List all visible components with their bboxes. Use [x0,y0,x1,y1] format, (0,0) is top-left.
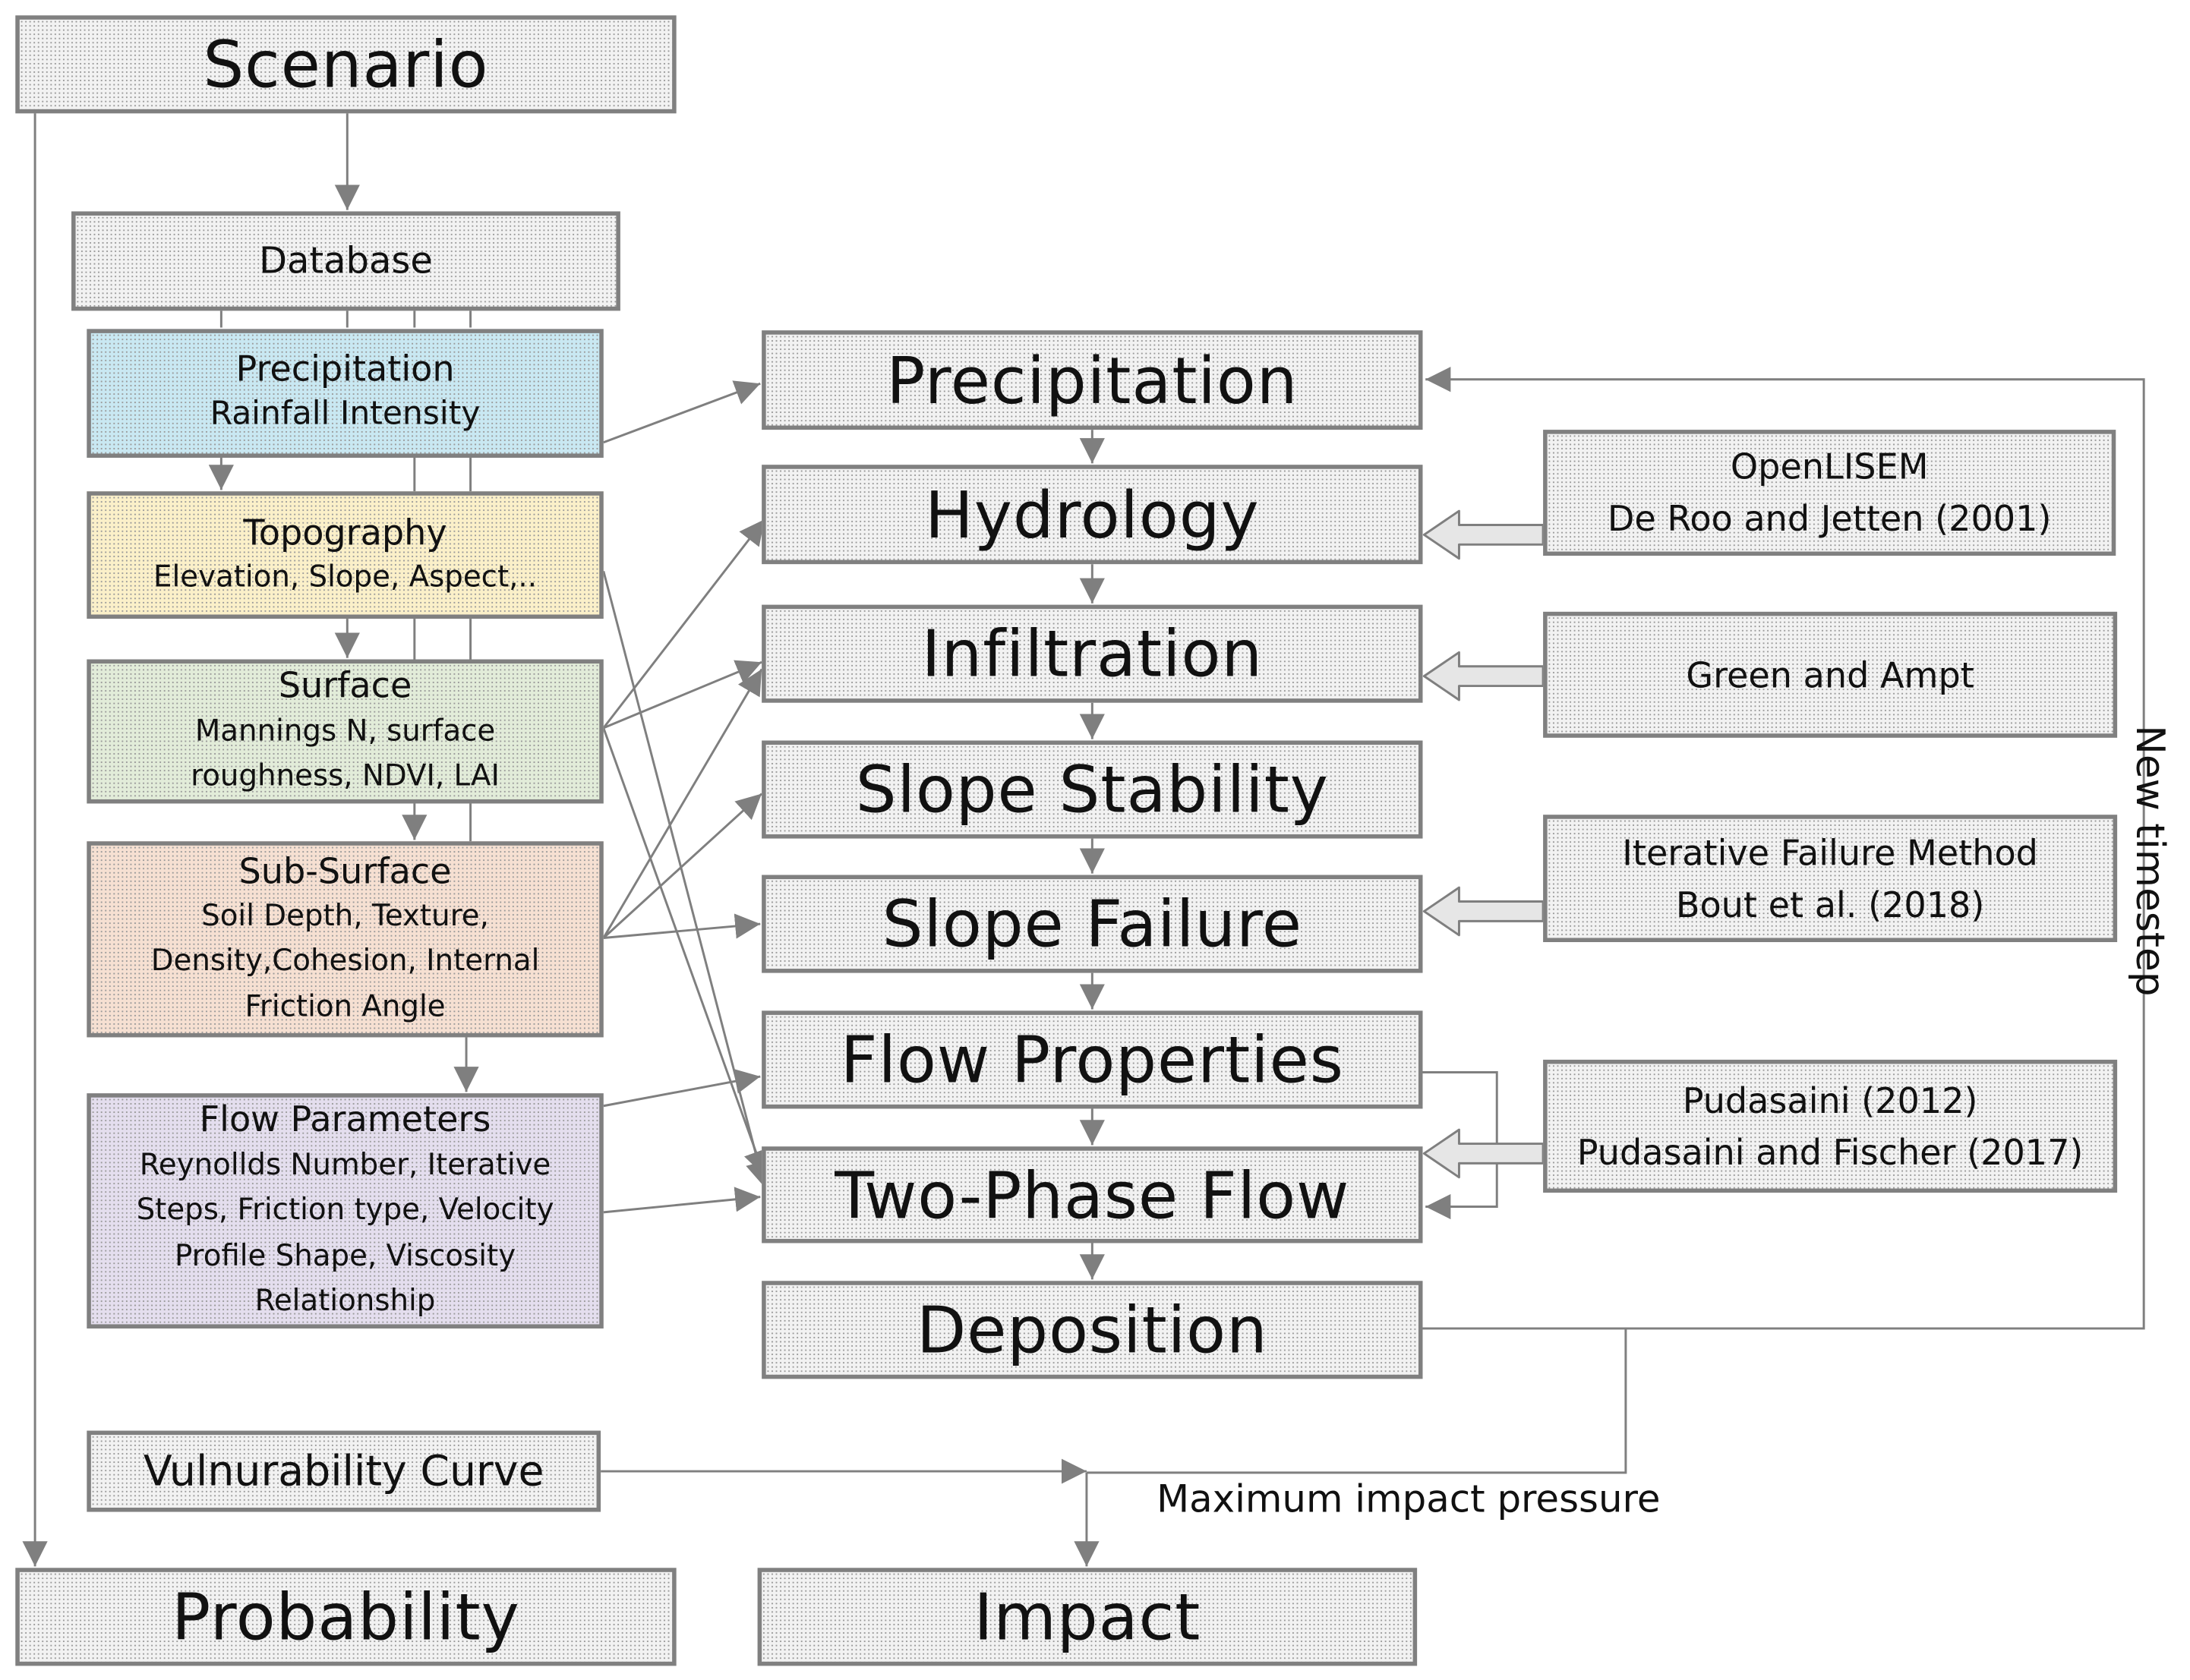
process-slope-failure-box: Slope Failure [762,875,1423,973]
input-precipitation-box: Precipitation Rainfall Intensity [87,329,604,458]
process-two-phase-flow-box: Two-Phase Flow [762,1146,1423,1243]
input-flow-parameters-title: Flow Parameters [199,1099,491,1140]
input-flow-parameters-sub-3: Profile Shape, Viscosity [174,1238,516,1272]
input-subsurface-sub-3: Friction Angle [245,989,446,1023]
model-green-ampt-box: Green and Ampt [1543,611,2118,738]
process-slope-failure-label: Slope Failure [882,886,1303,962]
process-hydrology-box: Hydrology [762,465,1423,565]
process-hydrology-label: Hydrology [925,476,1260,553]
model-pudasaini-box: Pudasaini (2012) Pudasaini and Fischer (… [1543,1059,2118,1193]
input-subsurface-sub-1: Soil Depth, Texture, [201,898,489,932]
process-slope-stability-box: Slope Stability [762,740,1423,839]
process-deposition-label: Deposition [916,1292,1268,1368]
model-openlisem-line-2: De Roo and Jetten (2001) [1607,498,2052,539]
process-infiltration-label: Infiltration [921,616,1264,692]
impact-box: Impact [757,1568,1418,1666]
process-deposition-box: Deposition [762,1281,1423,1379]
probability-label: Probability [172,1579,520,1655]
model-ifm-box: Iterative Failure Method Bout et al. (20… [1543,815,2118,943]
input-surface-sub-2: roughness, NDVI, LAI [191,758,500,793]
scenario-label: Scenario [203,27,489,102]
probability-box: Probability [15,1568,677,1666]
process-infiltration-box: Infiltration [762,604,1423,703]
input-surface-box: Surface Mannings N, surface roughness, N… [87,659,604,804]
model-openlisem-line-1: OpenLISEM [1730,446,1929,487]
process-flow-properties-label: Flow Properties [840,1022,1344,1098]
input-topography-box: Topography Elevation, Slope, Aspect,.. [87,491,604,619]
model-ifm-line-2: Bout et al. (2018) [1675,884,1985,925]
process-two-phase-flow-label: Two-Phase Flow [835,1157,1350,1233]
input-surface-sub-1: Mannings N, surface [194,713,496,747]
impact-label: Impact [974,1579,1201,1655]
model-pudasaini-line-2: Pudasaini and Fischer (2017) [1576,1131,2084,1173]
process-precipitation-box: Precipitation [762,330,1423,430]
input-topography-sub: Elevation, Slope, Aspect,.. [153,559,538,594]
input-topography-title: Topography [243,512,447,553]
process-precipitation-label: Precipitation [886,342,1299,418]
database-label: Database [259,240,433,282]
input-subsurface-sub-2: Density,Cohesion, Internal [150,944,540,978]
model-pudasaini-line-1: Pudasaini (2012) [1682,1080,1978,1121]
input-surface-title: Surface [278,665,412,706]
vulnerability-curve-label: Vulnurability Curve [143,1446,544,1496]
input-flow-parameters-sub-1: Reynollds Number, Iterative [139,1147,551,1181]
input-precipitation-title: Precipitation [235,348,455,389]
new-timestep-label: New timestep [2127,725,2173,997]
vulnerability-curve-box: Vulnurability Curve [87,1430,601,1512]
database-box: Database [71,211,620,311]
input-flow-parameters-sub-4: Relationship [254,1284,436,1318]
input-flow-parameters-box: Flow Parameters Reynollds Number, Iterat… [87,1093,604,1329]
input-subsurface-box: Sub-Surface Soil Depth, Texture, Density… [87,841,604,1038]
model-green-ampt-line-1: Green and Ampt [1686,654,1974,695]
input-subsurface-title: Sub-Surface [238,850,452,891]
input-precipitation-sub: Rainfall Intensity [210,396,481,433]
model-ifm-line-1: Iterative Failure Method [1622,832,2038,873]
process-flow-properties-box: Flow Properties [762,1010,1423,1109]
model-openlisem-box: OpenLISEM De Roo and Jetten (2001) [1543,430,2116,556]
input-flow-parameters-sub-2: Steps, Friction type, Velocity [136,1193,554,1227]
max-impact-pressure-label: Maximum impact pressure [1157,1478,1661,1522]
scenario-box: Scenario [15,15,677,114]
process-slope-stability-label: Slope Stability [855,752,1329,827]
